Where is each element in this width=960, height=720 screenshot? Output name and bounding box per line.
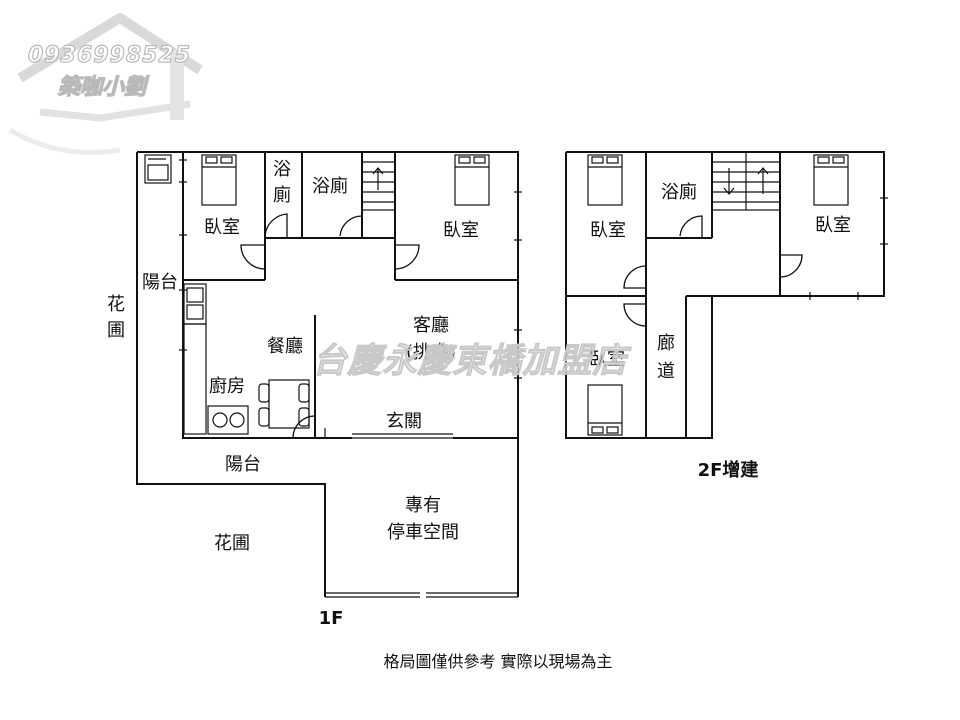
room-label-living-note: (挑高)	[406, 342, 456, 363]
room-label-bedroom: 臥室	[815, 215, 851, 236]
room-label-parking-line1: 專有	[405, 495, 441, 516]
floor1-windows	[179, 159, 522, 379]
room-label-garden: 花圃	[106, 292, 128, 344]
stove-icon	[207, 405, 249, 435]
sink-icon	[183, 283, 207, 325]
floor-title-1f: 1F	[319, 608, 344, 629]
room-label-bedroom: 臥室	[590, 220, 626, 241]
room-label-kitchen: 廚房	[209, 375, 245, 397]
floor2-walls	[565, 151, 885, 439]
room-label-living: 客廳	[413, 315, 449, 336]
room-label-dining: 餐廳	[267, 336, 303, 357]
floor1-stairs	[361, 151, 396, 211]
room-label-garden: 花圃	[214, 533, 250, 554]
bed-icon	[587, 154, 623, 206]
watermark-phone: 0936998525	[28, 43, 191, 68]
room-label-bedroom: 臥室	[204, 217, 240, 238]
dining-table-icon	[258, 379, 310, 429]
room-label-bath: 浴廁	[661, 181, 697, 203]
bed-icon	[454, 154, 490, 206]
room-label-parking-line2: 停車空間	[387, 522, 459, 543]
floor2-stairs	[711, 151, 781, 211]
room-label-bedroom: 臥室	[589, 349, 625, 370]
room-label-balcony: 陽台	[142, 272, 178, 293]
floor-title-2f: 2F增建	[698, 459, 759, 481]
room-label-corridor: 廊道	[656, 330, 678, 386]
room-label-bedroom: 臥室	[443, 220, 479, 241]
room-label-bath: 浴廁	[312, 175, 348, 197]
garden-vertical-text: 花圃	[107, 294, 125, 341]
corridor-vertical-text: 廊道	[657, 333, 675, 382]
floor2-doors	[623, 215, 803, 327]
bed-icon	[587, 384, 623, 436]
watermark-name: 築咖小劉	[58, 74, 150, 100]
footer-note: 格局圖僅供參考 實際以現場為主	[383, 652, 612, 671]
watermark-logo: 0936998525 築咖小劉	[8, 13, 203, 155]
floor1-doors	[240, 213, 420, 439]
room-label-entrance: 玄關	[386, 411, 422, 432]
room-label-balcony: 陽台	[225, 454, 261, 475]
bed-icon	[813, 154, 849, 206]
watermark-center: 台慶永慶東橋加盟店	[313, 341, 632, 381]
floor2-windows	[809, 197, 888, 300]
room-label-bath-vertical: 浴廁	[272, 157, 294, 209]
floor1-walls	[136, 151, 519, 598]
counter	[183, 323, 207, 435]
bed-icon	[201, 154, 237, 206]
washer-icon	[144, 154, 172, 184]
bath-vertical-text: 浴廁	[273, 159, 291, 206]
